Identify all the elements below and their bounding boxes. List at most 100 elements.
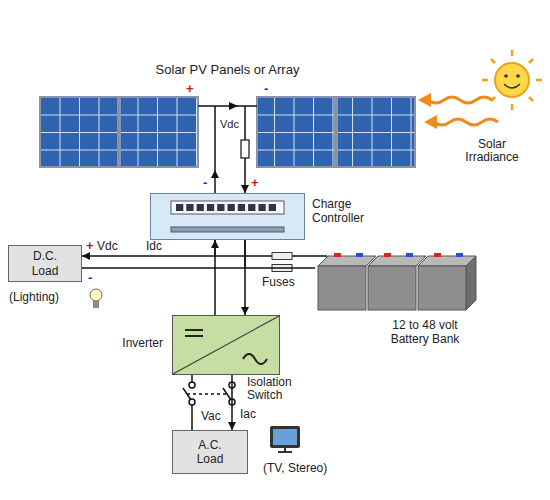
sun-ray xyxy=(511,50,514,56)
wire-connector xyxy=(244,240,246,315)
tv-frame xyxy=(270,426,300,448)
battery-terminal xyxy=(334,253,341,257)
node-label: D.C. Load xyxy=(21,249,69,278)
node-label: 12 to 48 volt Battery Bank xyxy=(380,318,470,347)
current-arrow xyxy=(229,102,238,110)
switch-contact xyxy=(189,382,195,388)
irradiance-wave xyxy=(428,97,492,103)
display-segment xyxy=(186,204,193,211)
fuse-symbol xyxy=(241,140,249,158)
node-label: Charge Controller xyxy=(312,197,384,226)
wire-connector xyxy=(245,240,315,268)
wire-label: Iac xyxy=(240,408,256,421)
bus-wire xyxy=(82,267,245,269)
solar-panel xyxy=(120,97,198,167)
light-bulb xyxy=(90,289,102,308)
array-wire xyxy=(214,106,216,170)
isolation-switch xyxy=(183,375,235,430)
dc-symbol xyxy=(185,335,203,337)
fuse-symbol xyxy=(272,253,292,260)
irradiance-wave xyxy=(434,119,498,125)
sun-ray xyxy=(529,97,533,101)
wire-label: + xyxy=(186,82,194,96)
battery-cell xyxy=(368,266,416,310)
display-segment xyxy=(248,204,255,211)
sun-smile xyxy=(504,84,520,88)
node-label: A.C. Load xyxy=(186,438,234,467)
sun-ray xyxy=(536,79,542,82)
battery-cells xyxy=(318,253,476,310)
sun-ray xyxy=(482,79,488,82)
display-panel xyxy=(171,201,284,214)
pv-array: Solar PV Panels or Array xyxy=(40,62,415,170)
solar-panel xyxy=(257,97,335,167)
wire-label: Vdc xyxy=(97,240,118,253)
wire-label: Solar Irradiance xyxy=(452,138,532,164)
display-segment xyxy=(176,204,183,211)
irradiance-arrowhead xyxy=(424,115,437,129)
wire-label: - xyxy=(88,271,92,285)
box-decoration xyxy=(151,194,304,239)
display-segment xyxy=(238,204,245,211)
solar-panel xyxy=(337,97,415,167)
display-segment xyxy=(269,204,276,211)
battery-top xyxy=(368,256,426,266)
bulb-base xyxy=(93,301,99,308)
sun-disc xyxy=(495,63,529,97)
ac-wire xyxy=(191,375,193,382)
battery-top xyxy=(318,256,376,266)
solar-panel xyxy=(40,97,118,167)
wire-label: Idc xyxy=(146,240,162,253)
sun-eye xyxy=(516,74,520,78)
battery-bank: 12 to 48 volt Battery Bank xyxy=(315,250,470,312)
box-decoration xyxy=(173,316,279,374)
wire-connector xyxy=(82,240,215,256)
battery-terminal xyxy=(406,253,413,257)
sun-ray xyxy=(529,59,533,63)
sun-ray xyxy=(491,59,495,63)
display-segment xyxy=(207,204,214,211)
wire-connector xyxy=(231,375,233,430)
dc-load-box: D.C. Load(Lighting) xyxy=(8,245,82,282)
display-segment xyxy=(258,204,265,211)
wire-connector xyxy=(214,240,216,315)
battery-cell xyxy=(418,266,466,310)
ac-wire xyxy=(191,405,193,430)
battery-terminal xyxy=(456,253,463,257)
wire-label: + xyxy=(251,176,259,190)
irradiance-waves xyxy=(428,97,498,125)
bulb-glass xyxy=(90,289,102,301)
tv-stand xyxy=(278,451,292,453)
wire-connector xyxy=(244,170,246,193)
array-wire xyxy=(244,106,246,170)
wire-label: - xyxy=(203,176,207,190)
display-segment xyxy=(197,204,204,211)
wire-label: Fuses xyxy=(262,276,295,289)
switch-contact xyxy=(189,399,195,405)
battery-terminal xyxy=(434,253,441,257)
display-segment xyxy=(228,204,235,211)
wire-label: Isolation Switch xyxy=(247,376,307,402)
node-label: Solar PV Panels or Array xyxy=(156,62,300,78)
array-wiring xyxy=(198,106,257,170)
wire-connector xyxy=(214,170,216,193)
battery-side xyxy=(466,256,476,310)
tv-icon xyxy=(270,426,300,452)
battery-cell xyxy=(318,266,366,310)
charge-controller: Charge Controller xyxy=(150,193,305,240)
irradiance-arrowhead xyxy=(418,93,431,107)
inverter-box: Inverter xyxy=(172,315,280,375)
solar-panels xyxy=(40,97,415,167)
array-wire xyxy=(198,105,257,107)
ac-load-box: A.C. Load(TV, Stereo) xyxy=(172,430,248,474)
controller-slot xyxy=(171,227,284,232)
sun-ray xyxy=(511,104,514,110)
wire-label: + xyxy=(86,239,94,253)
switch-link xyxy=(187,393,227,395)
display-segment xyxy=(217,204,224,211)
wire-label: Vdc xyxy=(220,118,239,130)
node-caption: (TV, Stereo) xyxy=(263,461,327,475)
